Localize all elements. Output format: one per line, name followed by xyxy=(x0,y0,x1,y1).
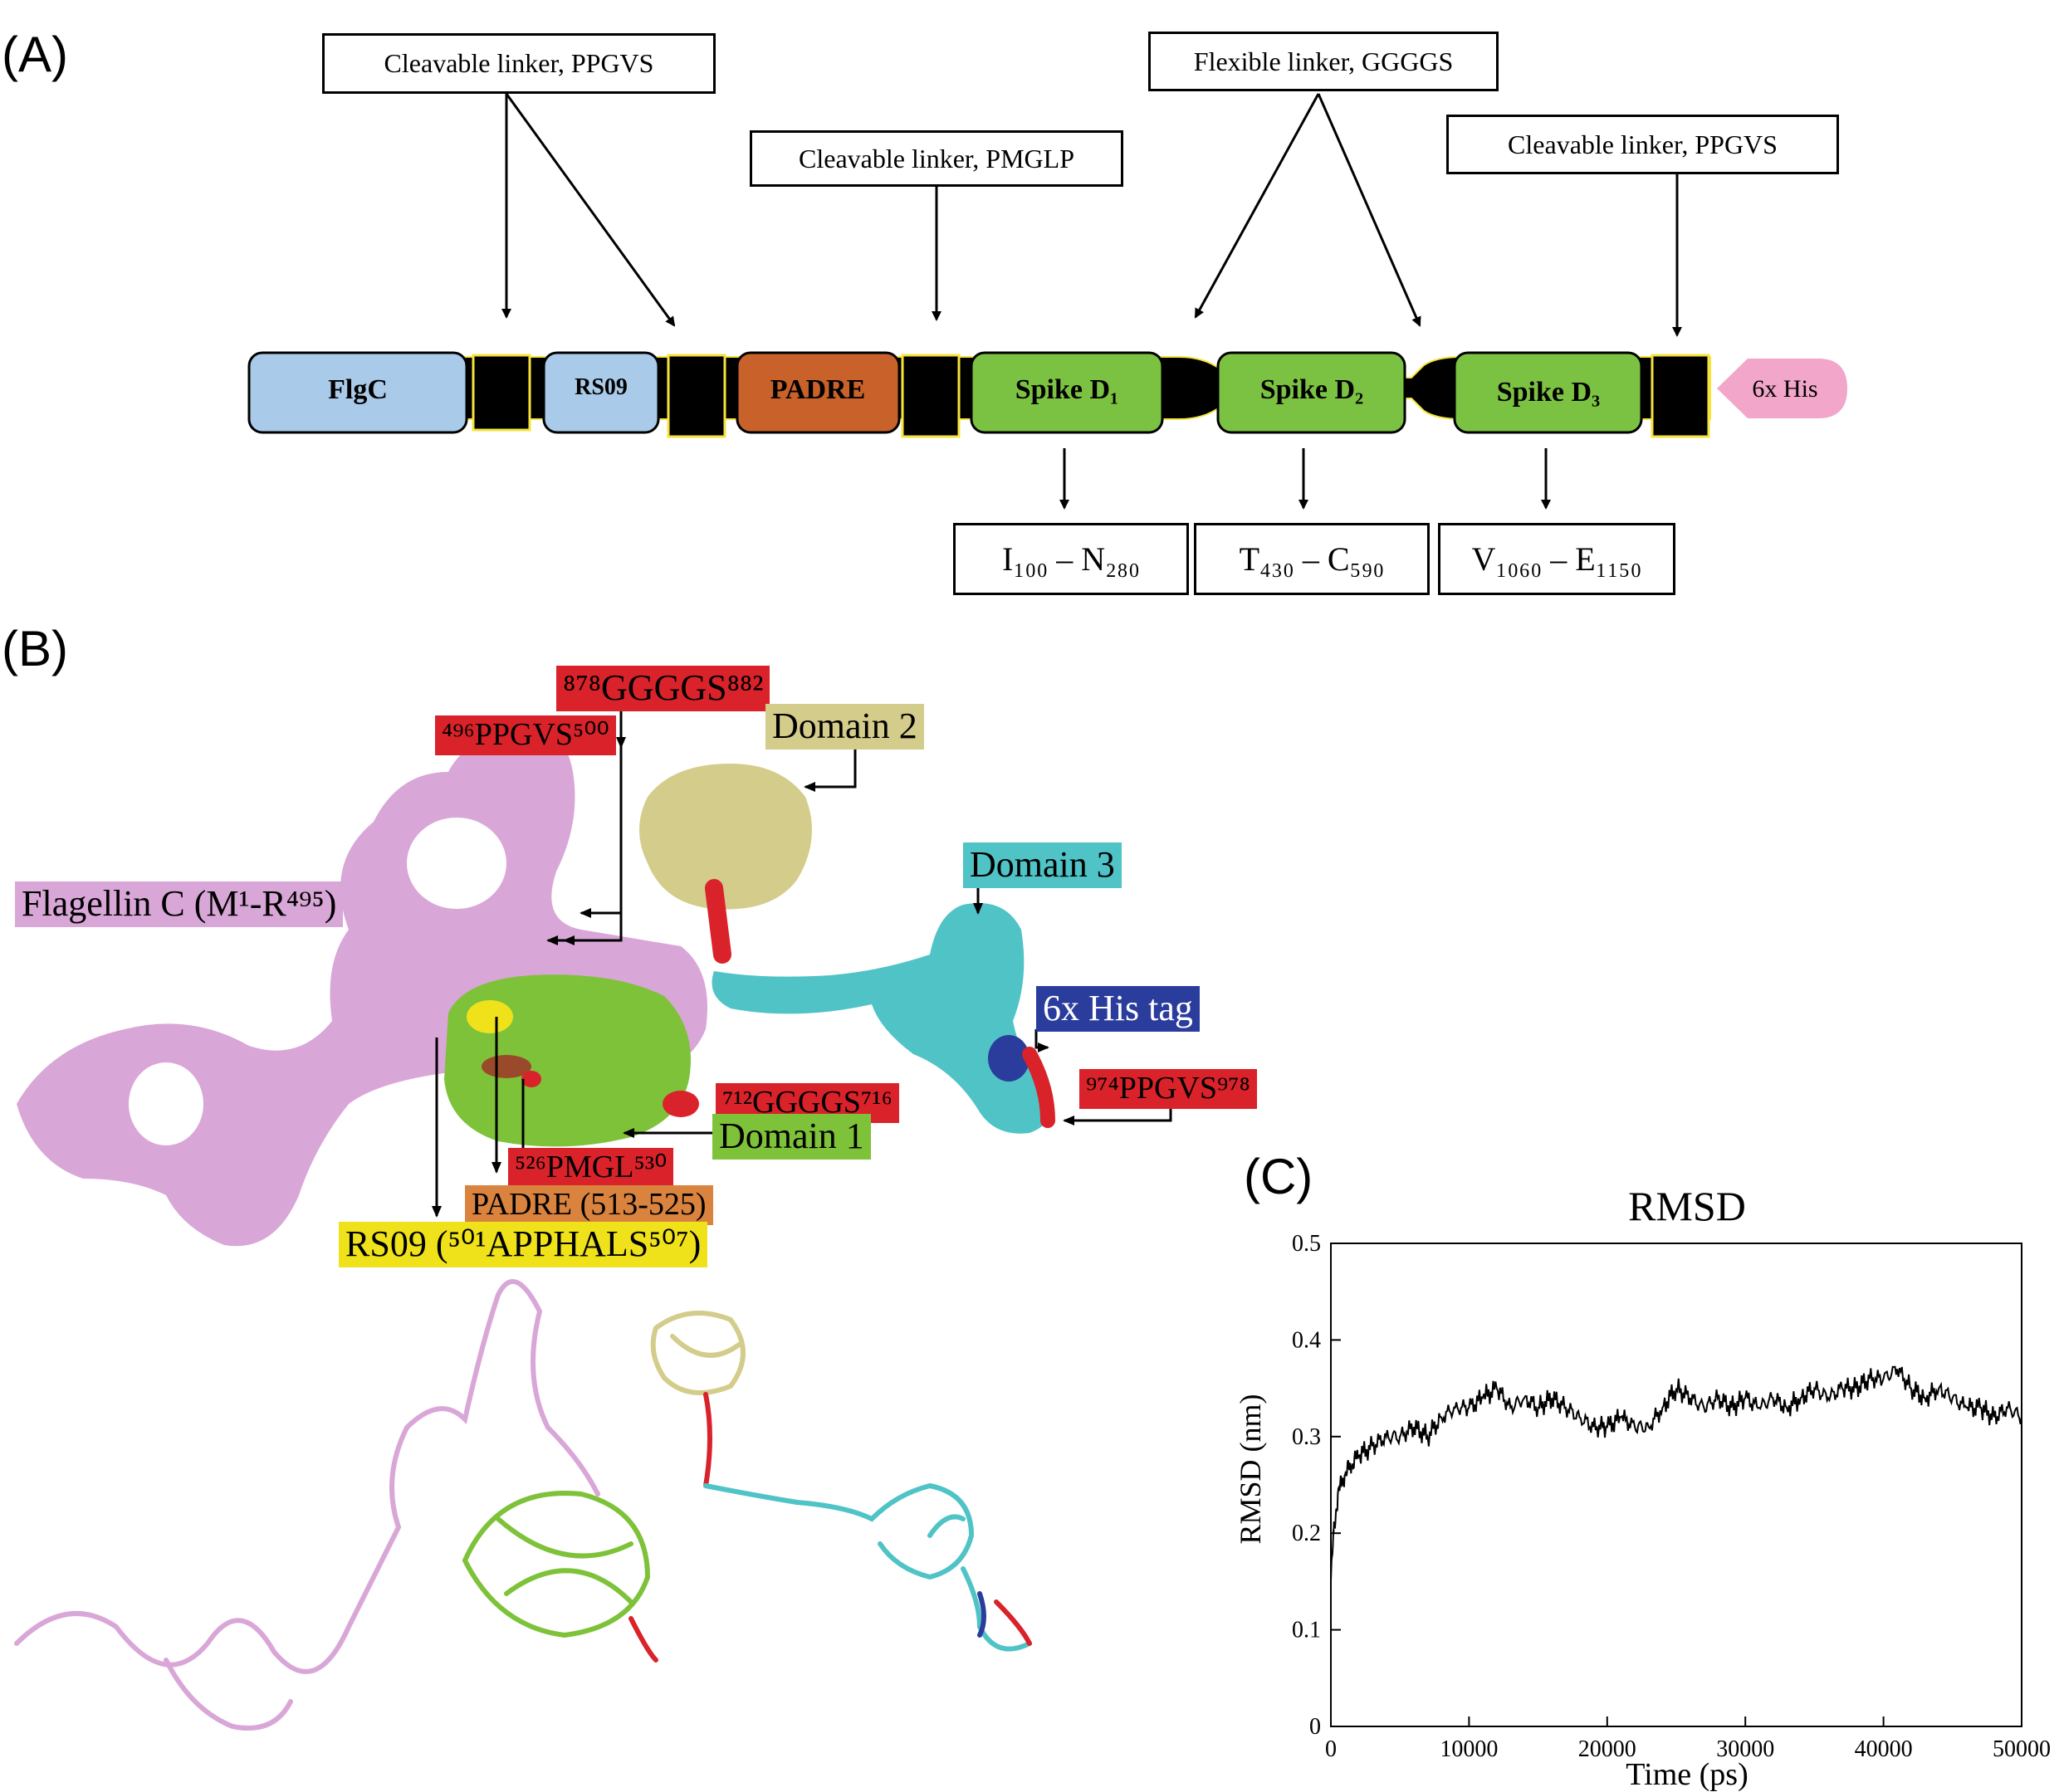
spike-d2-label: Spike D₂ xyxy=(1260,374,1364,405)
label-ppgvs-974: ⁹⁷⁴PPGVS⁹⁷⁸ xyxy=(1079,1069,1257,1109)
flagellin-ribbon xyxy=(14,1279,600,1674)
linker-box-cleavable-2: Cleavable linker, PMGLP xyxy=(750,130,1123,187)
panel-label-c: (C) xyxy=(1244,1149,1313,1204)
rmsd-series-line xyxy=(1330,1365,2022,1582)
padre-label: PADRE xyxy=(770,374,866,405)
domain1-ribbon xyxy=(462,1491,651,1638)
spike-d3-label: Spike D₃ xyxy=(1497,377,1601,408)
panel-label-b: (B) xyxy=(2,621,68,676)
domain-blocks xyxy=(247,351,1847,434)
x-tick-label: 30000 xyxy=(1716,1736,1774,1762)
y-tick-label: 0.5 xyxy=(1292,1231,1321,1257)
label-gggs-878: ⁸⁷⁸GGGGS⁸⁸² xyxy=(556,666,770,711)
domain2-ribbon xyxy=(650,1311,746,1395)
linker-box-cleavable-1: Cleavable linker, PPGVS xyxy=(322,33,716,94)
linker-arrows xyxy=(501,93,1682,510)
label-domain2: Domain 2 xyxy=(765,704,924,750)
flgc-label: FlgC xyxy=(328,374,388,405)
label-domain1: Domain 1 xyxy=(712,1114,871,1160)
surface-model xyxy=(17,729,1055,1247)
linker-box-cleavable-3: Cleavable linker, PPGVS xyxy=(1446,115,1839,174)
x-tick-label: 10000 xyxy=(1440,1736,1498,1762)
y-tick-label: 0 xyxy=(1309,1714,1321,1740)
rs09-label: RS09 xyxy=(575,374,628,400)
spike-d3-block xyxy=(1453,351,1643,434)
label-rs09: RS09 (⁵⁰¹APPHALS⁵⁰⁷) xyxy=(339,1222,708,1267)
y-tick-label: 0.2 xyxy=(1292,1521,1321,1546)
label-padre: PADRE (513-525) xyxy=(465,1185,713,1225)
spike-d1-block xyxy=(970,351,1164,434)
linker-ribbon xyxy=(703,1392,712,1488)
spike-d2-block xyxy=(1216,351,1406,434)
padre-block xyxy=(736,351,901,434)
spike-d1-label: Spike D₁ xyxy=(1015,374,1119,405)
label-flagellin-c: Flagellin C (M¹-R⁴⁹⁵) xyxy=(15,881,344,927)
rs09-block xyxy=(542,351,660,434)
range-d2: T₄₃₀ – C₅₉₀ xyxy=(1194,523,1430,595)
domain3-ribbon xyxy=(703,1482,1032,1652)
plot-frame xyxy=(1330,1243,2022,1727)
label-domain3: Domain 3 xyxy=(963,842,1122,888)
range-d3: V₁₀₆₀ – E₁₁₅₀ xyxy=(1438,523,1675,595)
chart-title: RMSD xyxy=(1628,1183,1746,1229)
x-tick-label: 40000 xyxy=(1855,1736,1913,1762)
linker-box-flexible: Flexible linker, GGGGS xyxy=(1148,32,1499,91)
flgc-block xyxy=(247,351,468,434)
y-tick-label: 0.1 xyxy=(1292,1618,1321,1643)
domain3-surface xyxy=(712,903,1052,1134)
x-tick-label: 20000 xyxy=(1578,1736,1636,1762)
label-pmgl-526: ⁵²⁶PMGL⁵³⁰ xyxy=(508,1148,674,1188)
axis-ticks: 0 10000 20000 30000 40000 50000 0 0.1 0.2 0.3 0.4 0… xyxy=(1292,1231,2051,1762)
ribbon-model xyxy=(14,1279,1032,1731)
linker-blocks xyxy=(472,354,1710,438)
his-label: 6x His xyxy=(1752,375,1817,403)
label-his-tag: 6x His tag xyxy=(1036,986,1200,1032)
y-axis-label: RMSD (nm) xyxy=(1234,1394,1267,1544)
linker-gggs1 xyxy=(705,879,731,964)
x-tick-label: 50000 xyxy=(1993,1736,2051,1762)
y-tick-label: 0.3 xyxy=(1292,1424,1321,1450)
range-d1: I₁₀₀ – N₂₈₀ xyxy=(953,523,1189,595)
domain2-surface xyxy=(639,764,812,910)
label-ppgvs-496: ⁴⁹⁶PPGVS⁵⁰⁰ xyxy=(435,715,616,755)
annotation-arrows xyxy=(432,681,1172,1218)
panel-label-a: (A) xyxy=(2,27,68,82)
x-axis-label: Time (ps) xyxy=(1626,1757,1748,1792)
x-tick-label: 0 xyxy=(1325,1736,1337,1762)
his-block xyxy=(1717,359,1847,418)
y-tick-label: 0.4 xyxy=(1292,1327,1321,1353)
